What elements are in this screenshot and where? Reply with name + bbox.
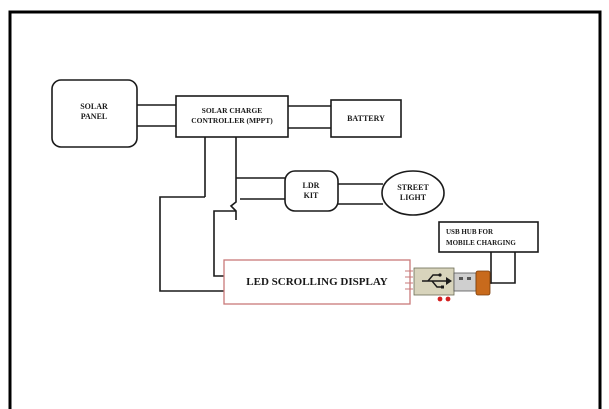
usb-hub-label-2: MOBILE CHARGING xyxy=(446,239,516,247)
usb-port-slot-1 xyxy=(459,277,463,280)
street-light-block: STREET LIGHT xyxy=(382,171,444,215)
usb-led-1 xyxy=(438,297,443,302)
usb-connector-graphic xyxy=(414,268,490,301)
usb-icon-square xyxy=(441,286,444,289)
usb-icon-dot xyxy=(438,273,441,276)
ldr-kit-block: LDR KIT xyxy=(285,171,338,211)
charge-controller-label-1: SOLAR CHARGE xyxy=(202,106,263,115)
charge-controller-label-2: CONTROLLER (MPPT) xyxy=(191,116,273,125)
solar-panel-block: SOLAR PANEL xyxy=(52,80,137,147)
ldr-kit-label-2: KIT xyxy=(304,191,319,200)
charge-controller-block: SOLAR CHARGE CONTROLLER (MPPT) xyxy=(176,96,288,137)
usb-port xyxy=(454,273,476,291)
usb-led-2 xyxy=(446,297,451,302)
battery-label: BATTERY xyxy=(347,114,385,123)
led-display-label: LED SCROLLING DISPLAY xyxy=(246,276,387,288)
street-light-label-2: LIGHT xyxy=(400,193,427,202)
ldr-kit-label-1: LDR xyxy=(303,181,320,190)
usb-hub-box xyxy=(439,222,538,252)
wire-notch xyxy=(231,178,236,220)
wire-hub-to-usb-right xyxy=(490,252,515,283)
led-display-block: LED SCROLLING DISPLAY xyxy=(224,260,413,304)
solar-panel-label-2: PANEL xyxy=(81,112,108,121)
solar-panel-label-1: SOLAR xyxy=(80,102,108,111)
street-light-label-1: STREET xyxy=(397,183,429,192)
usb-hub-block: USB HUB FOR MOBILE CHARGING xyxy=(439,222,538,252)
usb-port-slot-2 xyxy=(467,277,471,280)
usb-hub-label-1: USB HUB FOR xyxy=(446,228,494,236)
usb-connector xyxy=(476,271,490,295)
battery-block: BATTERY xyxy=(331,100,401,137)
